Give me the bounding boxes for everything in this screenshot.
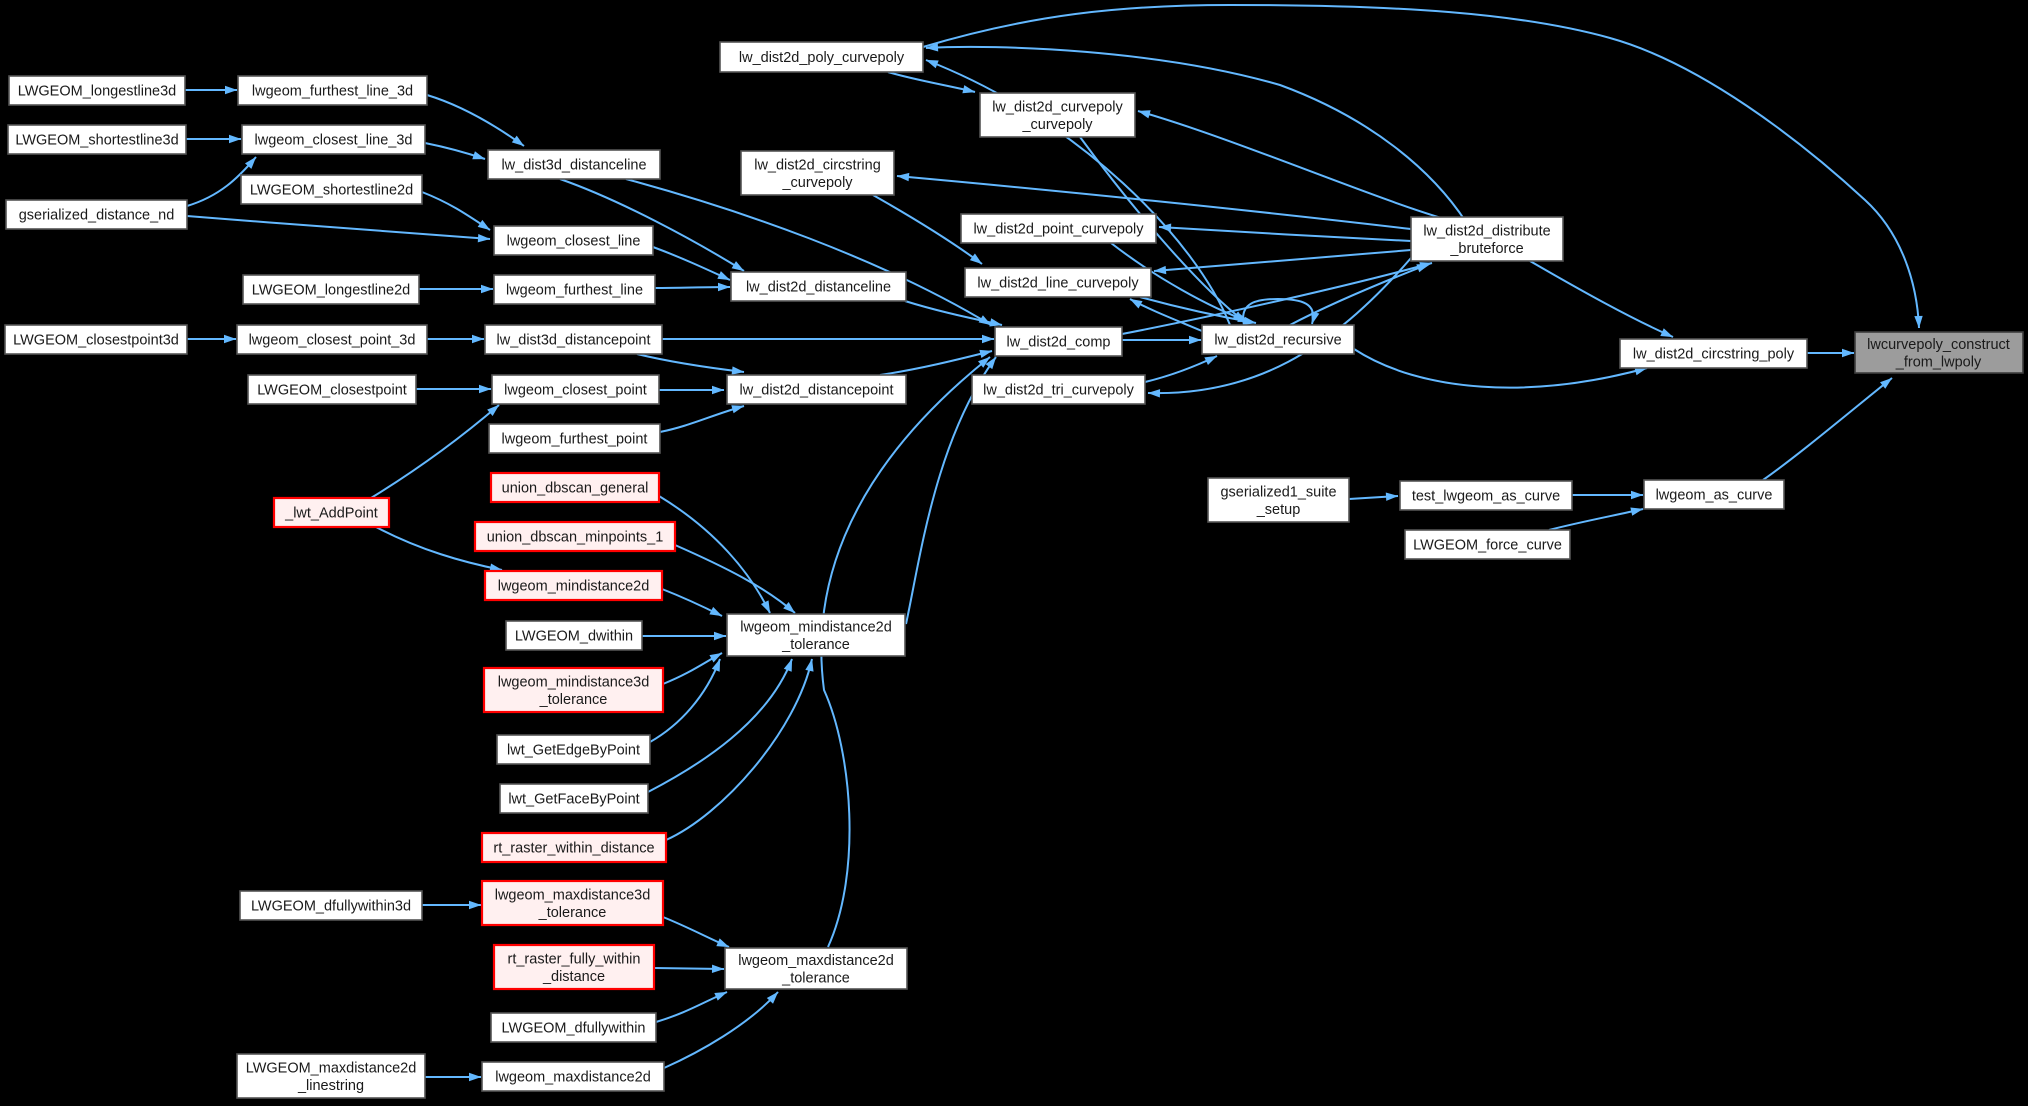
svg-text:lw_dist2d_distancepoint: lw_dist2d_distancepoint bbox=[740, 383, 894, 399]
svg-text:_linestring: _linestring bbox=[297, 1078, 364, 1094]
svg-text:_bruteforce: _bruteforce bbox=[1449, 241, 1523, 257]
svg-text:_tolerance: _tolerance bbox=[781, 637, 850, 653]
svg-text:LWGEOM_shortestline3d: LWGEOM_shortestline3d bbox=[15, 133, 178, 149]
svg-text:lwgeom_maxdistance2d: lwgeom_maxdistance2d bbox=[495, 1070, 651, 1086]
svg-text:LWGEOM_shortestline2d: LWGEOM_shortestline2d bbox=[250, 183, 413, 199]
svg-text:lw_dist2d_line_curvepoly: lw_dist2d_line_curvepoly bbox=[977, 276, 1139, 292]
svg-text:lwt_GetEdgeByPoint: lwt_GetEdgeByPoint bbox=[507, 743, 640, 759]
svg-text:_tolerance: _tolerance bbox=[539, 692, 608, 708]
svg-text:lwgeom_maxdistance2d: lwgeom_maxdistance2d bbox=[738, 953, 894, 969]
svg-text:lwt_GetFaceByPoint: lwt_GetFaceByPoint bbox=[508, 792, 639, 808]
svg-text:LWGEOM_closestpoint: LWGEOM_closestpoint bbox=[257, 383, 407, 399]
svg-text:_tolerance: _tolerance bbox=[538, 905, 607, 921]
svg-text:lwgeom_mindistance2d: lwgeom_mindistance2d bbox=[740, 620, 892, 636]
svg-text:_curvepoly: _curvepoly bbox=[781, 175, 853, 191]
svg-text:lwgeom_as_curve: lwgeom_as_curve bbox=[1656, 488, 1773, 504]
svg-text:LWGEOM_longestline3d: LWGEOM_longestline3d bbox=[18, 84, 177, 100]
svg-text:lwgeom_furthest_line_3d: lwgeom_furthest_line_3d bbox=[252, 84, 413, 100]
svg-text:lwgeom_furthest_point: lwgeom_furthest_point bbox=[502, 432, 648, 448]
svg-text:LWGEOM_dfullywithin3d: LWGEOM_dfullywithin3d bbox=[251, 899, 411, 915]
svg-text:_setup: _setup bbox=[1256, 502, 1301, 518]
svg-text:LWGEOM_maxdistance2d: LWGEOM_maxdistance2d bbox=[246, 1061, 417, 1077]
svg-text:lwgeom_furthest_line: lwgeom_furthest_line bbox=[506, 283, 643, 299]
svg-text:union_dbscan_minpoints_1: union_dbscan_minpoints_1 bbox=[487, 530, 664, 546]
svg-text:lw_dist2d_tri_curvepoly: lw_dist2d_tri_curvepoly bbox=[983, 383, 1134, 399]
svg-text:_distance: _distance bbox=[542, 969, 605, 985]
svg-text:rt_raster_within_distance: rt_raster_within_distance bbox=[493, 841, 654, 857]
svg-text:_lwt_AddPoint: _lwt_AddPoint bbox=[284, 506, 378, 522]
svg-text:lw_dist3d_distanceline: lw_dist3d_distanceline bbox=[501, 158, 646, 174]
svg-text:lw_dist2d_circstring: lw_dist2d_circstring bbox=[754, 158, 881, 174]
svg-text:lw_dist2d_point_curvepoly: lw_dist2d_point_curvepoly bbox=[973, 222, 1144, 238]
svg-text:_curvepoly: _curvepoly bbox=[1021, 117, 1093, 133]
svg-text:union_dbscan_general: union_dbscan_general bbox=[502, 481, 649, 497]
svg-text:lwgeom_closest_point_3d: lwgeom_closest_point_3d bbox=[249, 333, 416, 349]
svg-text:LWGEOM_longestline2d: LWGEOM_longestline2d bbox=[252, 283, 411, 299]
svg-text:_tolerance: _tolerance bbox=[781, 970, 850, 986]
svg-text:LWGEOM_dfullywithin: LWGEOM_dfullywithin bbox=[502, 1021, 646, 1037]
svg-text:lwgeom_mindistance3d: lwgeom_mindistance3d bbox=[498, 675, 650, 691]
svg-text:gserialized1_suite: gserialized1_suite bbox=[1220, 485, 1336, 501]
svg-text:gserialized_distance_nd: gserialized_distance_nd bbox=[19, 208, 175, 224]
svg-text:LWGEOM_closestpoint3d: LWGEOM_closestpoint3d bbox=[13, 333, 179, 349]
svg-text:lwgeom_closest_point: lwgeom_closest_point bbox=[504, 383, 647, 399]
svg-text:lw_dist2d_comp: lw_dist2d_comp bbox=[1007, 335, 1111, 351]
svg-text:lw_dist2d_distribute: lw_dist2d_distribute bbox=[1423, 224, 1550, 240]
svg-text:lw_dist2d_poly_curvepoly: lw_dist2d_poly_curvepoly bbox=[739, 50, 905, 66]
svg-text:rt_raster_fully_within: rt_raster_fully_within bbox=[508, 952, 641, 968]
svg-text:_from_lwpoly: _from_lwpoly bbox=[1895, 354, 1982, 370]
svg-text:lw_dist3d_distancepoint: lw_dist3d_distancepoint bbox=[497, 333, 651, 349]
svg-text:lwcurvepoly_construct: lwcurvepoly_construct bbox=[1867, 337, 2010, 353]
svg-text:lwgeom_closest_line: lwgeom_closest_line bbox=[507, 234, 641, 250]
svg-text:LWGEOM_dwithin: LWGEOM_dwithin bbox=[515, 629, 633, 645]
svg-text:LWGEOM_force_curve: LWGEOM_force_curve bbox=[1413, 538, 1562, 554]
svg-text:lw_dist2d_curvepoly: lw_dist2d_curvepoly bbox=[992, 100, 1123, 116]
svg-text:test_lwgeom_as_curve: test_lwgeom_as_curve bbox=[1412, 489, 1560, 505]
svg-text:lwgeom_mindistance2d: lwgeom_mindistance2d bbox=[498, 579, 650, 595]
svg-text:lw_dist2d_distanceline: lw_dist2d_distanceline bbox=[746, 280, 891, 296]
svg-text:lwgeom_closest_line_3d: lwgeom_closest_line_3d bbox=[255, 133, 413, 149]
svg-text:lwgeom_maxdistance3d: lwgeom_maxdistance3d bbox=[495, 888, 651, 904]
svg-text:lw_dist2d_circstring_poly: lw_dist2d_circstring_poly bbox=[1633, 347, 1795, 363]
svg-text:lw_dist2d_recursive: lw_dist2d_recursive bbox=[1214, 333, 1341, 349]
